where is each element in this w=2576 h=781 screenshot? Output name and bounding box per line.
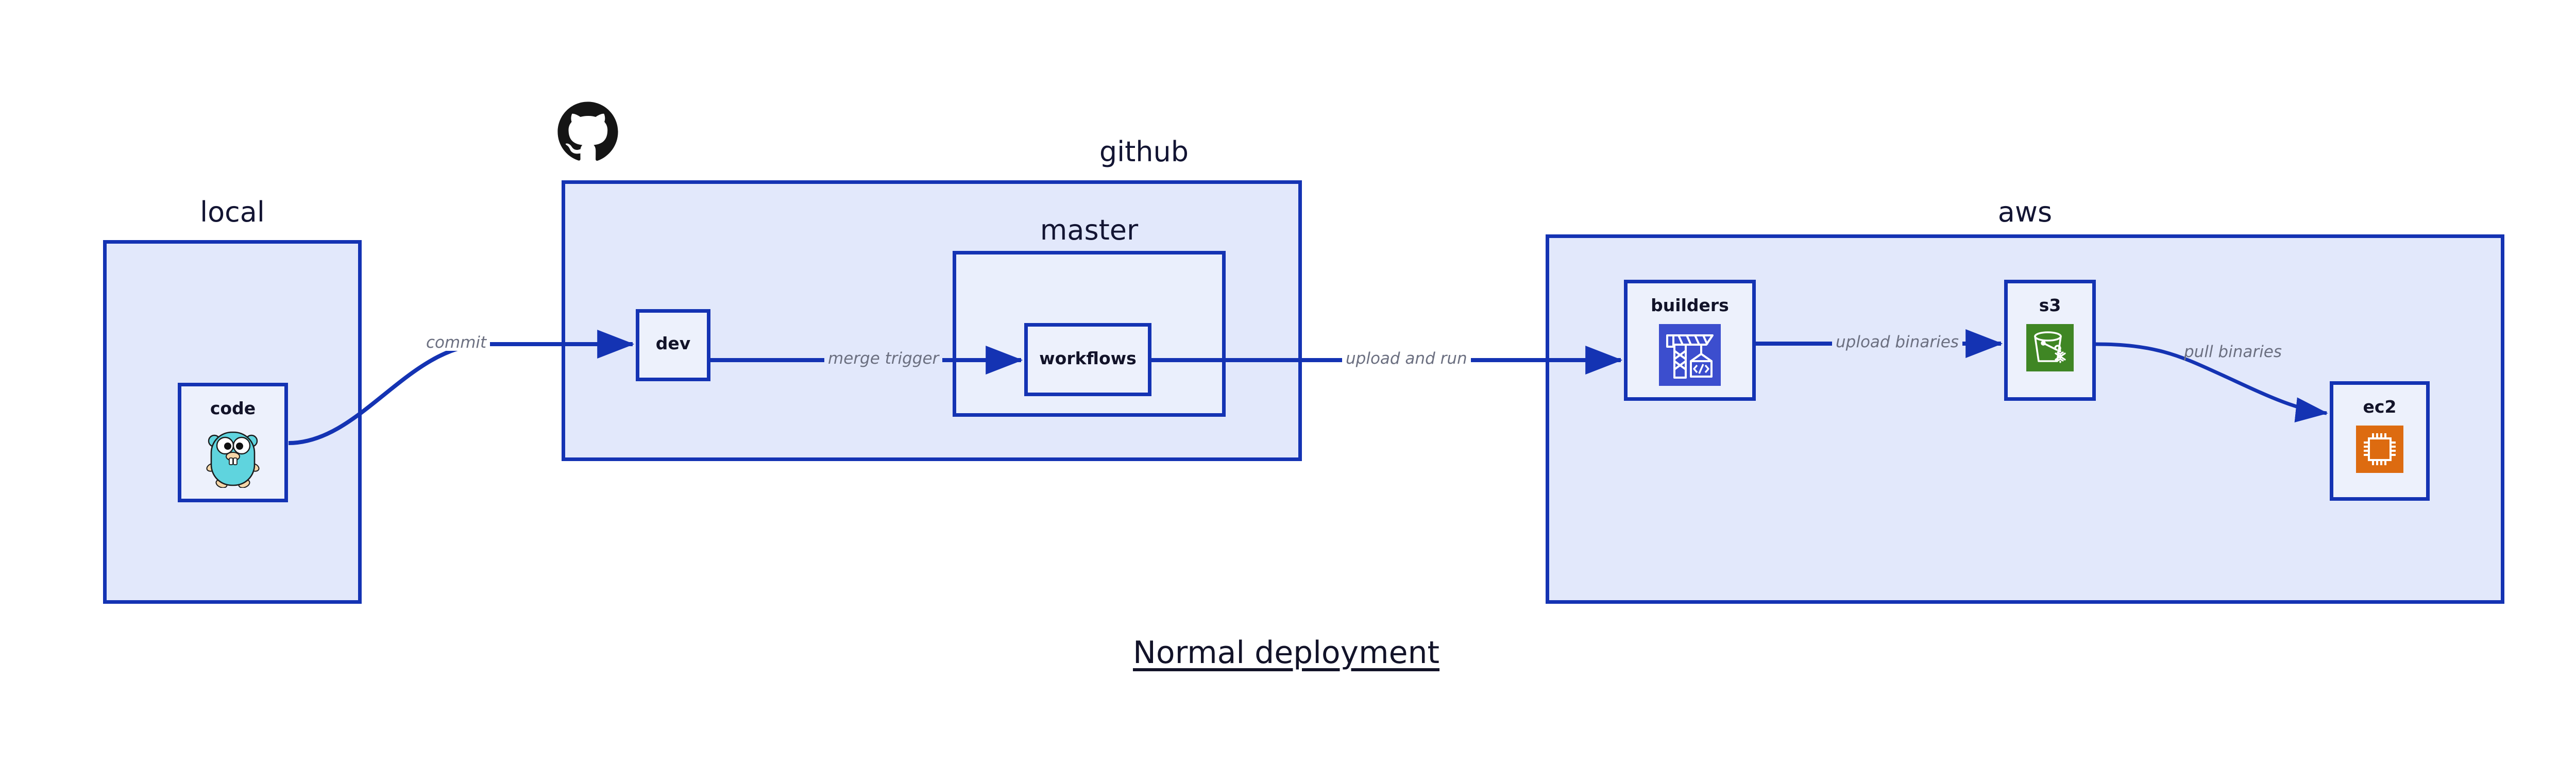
- node-builders[interactable]: builders: [1624, 280, 1756, 401]
- node-s3-label: s3: [2039, 295, 2061, 315]
- edge-label-upload-and-run: upload and run: [1342, 351, 1471, 367]
- node-workflows-label: workflows: [1039, 348, 1137, 368]
- edge-label-upload-binaries: upload binaries: [1832, 334, 1962, 350]
- edge-label-pull-binaries: pull binaries: [2184, 343, 2282, 361]
- edge-label-commit: commit: [422, 335, 490, 351]
- github-octocat-logo: [556, 100, 619, 165]
- group-master-label: master: [1040, 214, 1139, 246]
- edge-label-merge-trigger: merge trigger: [824, 351, 943, 367]
- cpu-chip-icon: [2356, 426, 2403, 475]
- node-s3[interactable]: s3: [2004, 280, 2096, 401]
- node-workflows[interactable]: workflows: [1024, 323, 1151, 396]
- group-local-label: local: [200, 196, 265, 228]
- node-dev[interactable]: dev: [636, 309, 710, 381]
- node-ec2[interactable]: ec2: [2330, 381, 2430, 501]
- go-gopher-icon: [206, 427, 260, 490]
- node-code-label: code: [210, 398, 256, 418]
- node-dev-label: dev: [655, 333, 691, 353]
- diagram-title: Normal deployment: [1133, 635, 1440, 671]
- node-builders-label: builders: [1651, 295, 1729, 315]
- group-github-label: github: [1099, 135, 1189, 168]
- node-code[interactable]: code: [178, 383, 288, 502]
- crane-code-icon: [1659, 324, 1721, 388]
- s3-bucket-icon: [2026, 324, 2074, 373]
- group-aws-label: aws: [1997, 196, 2053, 228]
- node-ec2-label: ec2: [2363, 397, 2397, 417]
